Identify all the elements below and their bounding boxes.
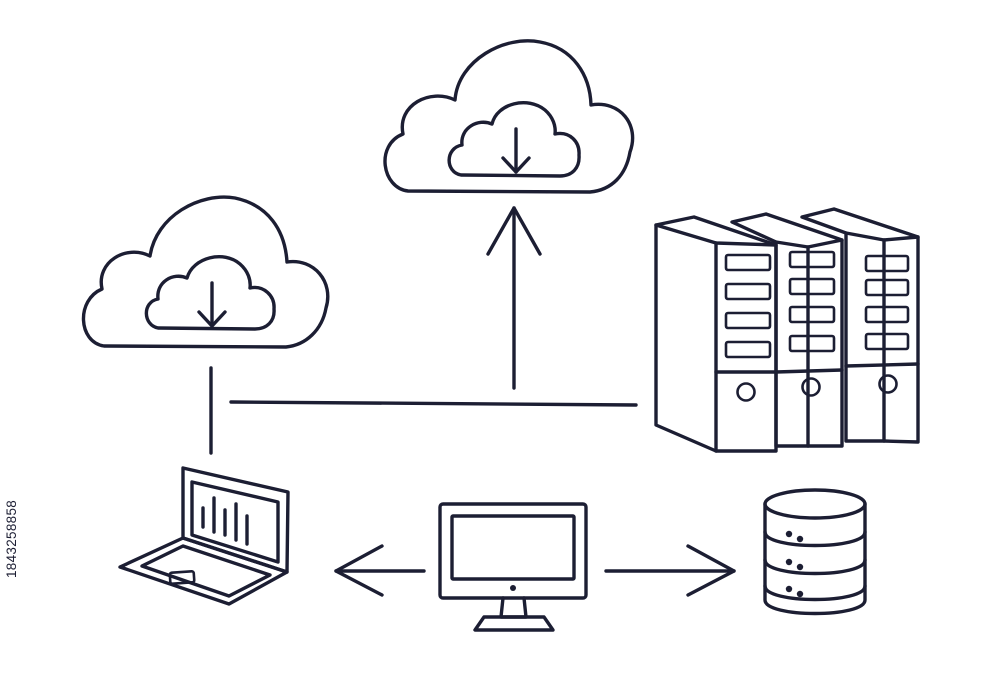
connector-server-to-cloud-left [209,366,638,455]
connector-server-to-cloud-top [486,206,542,390]
connector-desktop-to-laptop [334,544,426,597]
bar-chart-icon [201,496,249,546]
laptop-chart-icon [118,466,290,606]
desktop-monitor-icon [438,502,588,632]
stock-image-id: 1843258858 [4,499,19,579]
power-led [510,585,516,591]
cloud-left-icon [81,195,330,349]
cloud-top-icon [383,39,635,194]
touchpad [168,570,196,585]
server-tower-middle [730,212,844,448]
server-tower-back [800,207,920,444]
download-arrow-icon [197,281,227,328]
server-rack-icon [654,207,920,453]
server-tower-front [654,215,778,453]
connector-desktop-to-database [604,544,736,597]
download-arrow-icon [501,127,531,174]
database-icon [763,488,867,616]
